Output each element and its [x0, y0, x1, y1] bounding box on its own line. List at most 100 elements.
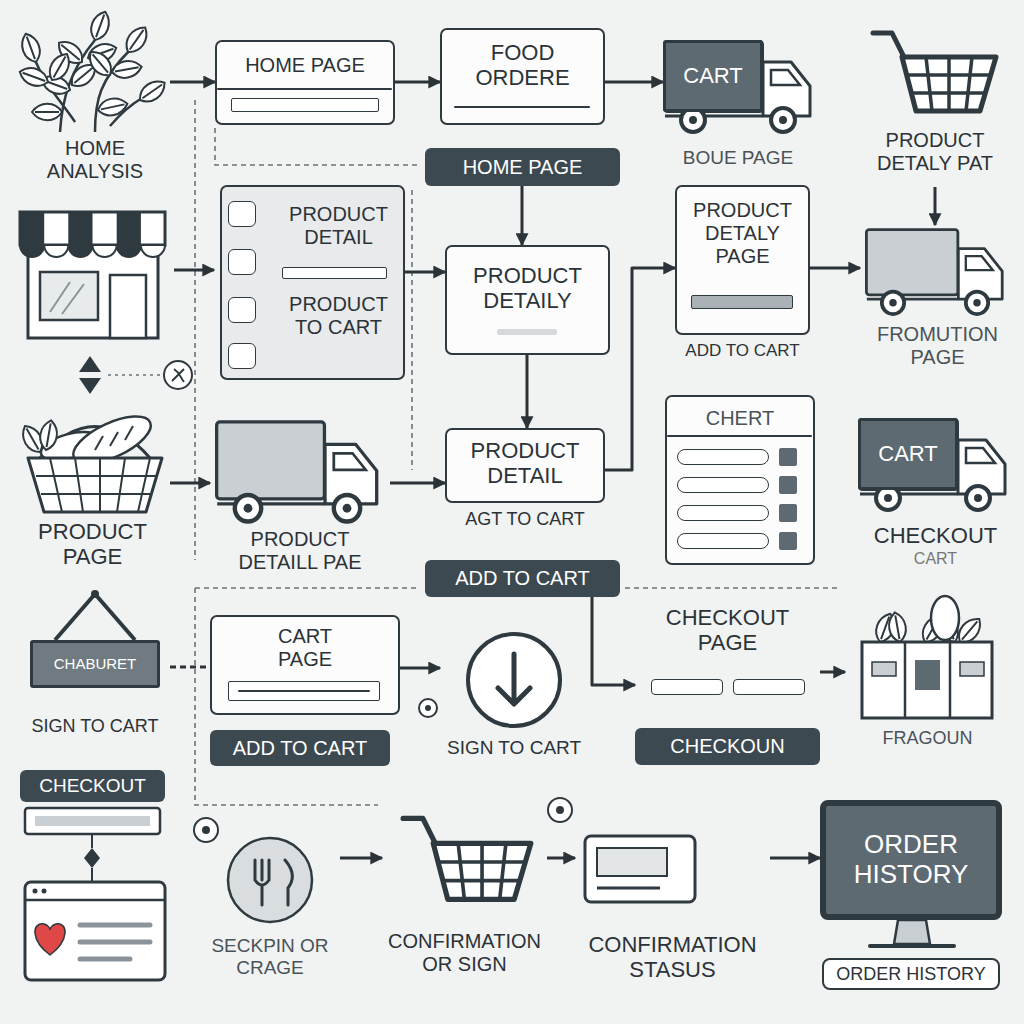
list-panel: CHERT [665, 395, 815, 565]
monitor-stand [870, 944, 954, 948]
herb-icon [121, 23, 152, 57]
herb-icon [111, 59, 143, 80]
flow-arrow [547, 857, 575, 860]
hanging-sign-icon [55, 590, 135, 640]
store-icon [50, 282, 84, 314]
page-box: PRODUCT DETAILAGT TO CART [445, 428, 605, 503]
store-icon [110, 275, 146, 338]
flow-arrow [170, 81, 215, 84]
store-icon [141, 245, 165, 257]
payment-icon [228, 838, 312, 922]
bread-basket-icon [28, 458, 162, 512]
ui-bar [228, 201, 256, 227]
herb-icon [18, 31, 44, 65]
store-icon [44, 245, 68, 257]
node-label: PRODUCT DETALY PAT [855, 129, 1015, 175]
connector-group [170, 82, 935, 858]
ui-bar [238, 690, 370, 692]
herb-icon [135, 76, 169, 107]
ui-bar [677, 505, 769, 521]
swap-symbol [172, 369, 184, 382]
node-sublabel: PRODUCT TO CART [276, 293, 401, 339]
ui-bar [228, 249, 256, 275]
checkout-form-icon [25, 808, 165, 980]
truck-icon [217, 422, 377, 522]
store-icon [117, 245, 141, 257]
form-block: CHECKOUT PAGE [635, 605, 820, 705]
icon-caption: FRAGOUN [845, 588, 1010, 758]
node-sublabel: SIGN TO CART [31, 716, 158, 737]
node-label: CHABURET [30, 640, 160, 688]
ui-bar [651, 679, 723, 695]
ui-bar [779, 504, 797, 522]
ui-bar [677, 449, 769, 465]
node-label: CONFIRMATION OR SIGN [382, 930, 547, 976]
node-label: CHECKOUT PAGE [635, 605, 820, 656]
store-icon [20, 212, 214, 338]
flow-arrow [526, 355, 529, 428]
grocery-bag-icon [931, 596, 959, 640]
pin-icon [548, 798, 572, 822]
herb-icon [45, 50, 74, 84]
node-label: ADD TO CART [233, 737, 367, 760]
node-sublabel: BOUE PAGE [683, 147, 794, 169]
node-label: CART [663, 40, 763, 112]
store-icon [28, 248, 158, 338]
store-icon [117, 212, 141, 245]
store-icon [93, 245, 117, 257]
cart-icon [403, 818, 531, 899]
flow-arrow [521, 186, 524, 245]
download-circle-icon [419, 634, 560, 726]
icon-caption: HOME ANALYSIS [20, 25, 170, 195]
swap-symbol [164, 361, 192, 389]
checkout-form-icon [42, 889, 47, 894]
node-label: HOME ANALYSIS [20, 137, 170, 183]
node-label: PRODUCT DETAILY [453, 263, 602, 314]
truck-caption: CARTCHECKOUTCART [858, 418, 1013, 590]
ui-bar [217, 88, 392, 90]
herb-icon [17, 64, 51, 90]
payment-icon [255, 860, 292, 905]
grocery-bag-icon [905, 642, 950, 718]
flow-arrow [810, 267, 860, 270]
herb-icon [32, 104, 62, 121]
nav-pill: HOME PAGE [425, 148, 620, 186]
node-label: ORDER HISTORY [836, 964, 985, 985]
page-box: CART PAGE [210, 615, 400, 715]
swap-symbol [108, 374, 160, 376]
icon-caption: PRODUCT DETALY PAT [855, 25, 1015, 187]
node-label: CART [858, 418, 958, 490]
pin-icon [548, 798, 572, 822]
icon-caption: PRODUCT PAGE [15, 405, 170, 577]
dashed-guide [411, 190, 413, 470]
status-card-icon [597, 887, 660, 890]
truck-caption: FROMUTION PAGE [860, 225, 1015, 375]
store-icon [20, 212, 165, 245]
ui-bar [497, 329, 557, 335]
swap-symbol [79, 356, 101, 394]
herb-icon [17, 9, 169, 132]
checkout-form-icon [84, 848, 100, 868]
flow-arrow [170, 482, 210, 485]
store-icon [68, 245, 92, 257]
store-icon [174, 269, 214, 272]
ui-bar [691, 295, 793, 309]
monitor-stand [870, 920, 954, 946]
node-label: HOME PAGE [463, 156, 583, 179]
ui-bar [228, 343, 256, 369]
node-label: PRODUCT DETAIL [276, 203, 401, 249]
ui-bar [282, 267, 387, 279]
payment-icon [194, 818, 218, 842]
ui-bar [733, 679, 805, 695]
node-label: FOOD ORDERE [448, 40, 597, 91]
ui-bar [779, 476, 797, 494]
node-label: PRODUCT DETAILL PAE [210, 528, 390, 574]
payment-icon [194, 818, 312, 922]
store-icon [40, 272, 98, 320]
icon-caption: SIGN TO CART [440, 625, 588, 765]
node-sublabel: CHECKOUT [874, 523, 997, 548]
checkout-form-icon [80, 925, 150, 959]
hanging-sign-icon [55, 594, 135, 640]
node-label: CHERT [706, 407, 775, 430]
